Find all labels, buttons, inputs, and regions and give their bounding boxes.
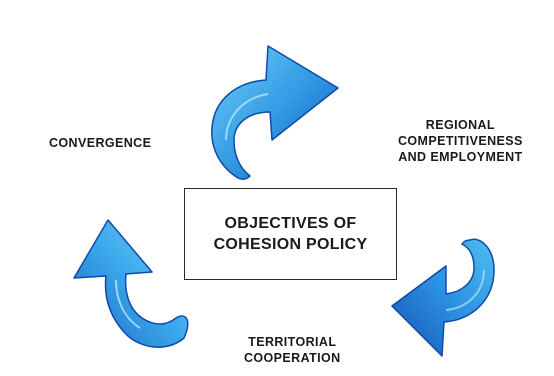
arrow-bottom-right	[391, 238, 495, 357]
center-title-line-1: OBJECTIVES OF	[224, 215, 357, 232]
center-title-box: OBJECTIVES OF COHESION POLICY	[184, 188, 397, 280]
arrow-top-right	[211, 45, 339, 181]
center-title-line-2: COHESION POLICY	[213, 236, 368, 253]
regional-line-2: COMPETITIVENESS	[398, 134, 523, 148]
label-territorial-cooperation: TERRITORIAL COOPERATION	[244, 334, 341, 366]
label-convergence: CONVERGENCE	[49, 135, 151, 151]
regional-line-1: REGIONAL	[425, 118, 495, 132]
arrow-left-up	[73, 219, 189, 348]
convergence-text: CONVERGENCE	[49, 136, 152, 150]
regional-line-3: AND EMPLOYMENT	[398, 150, 523, 164]
label-regional-competitiveness: REGIONAL COMPETITIVENESS AND EMPLOYMENT	[398, 117, 523, 165]
territorial-line-1: TERRITORIAL	[248, 335, 337, 349]
territorial-line-2: COOPERATION	[244, 351, 341, 365]
